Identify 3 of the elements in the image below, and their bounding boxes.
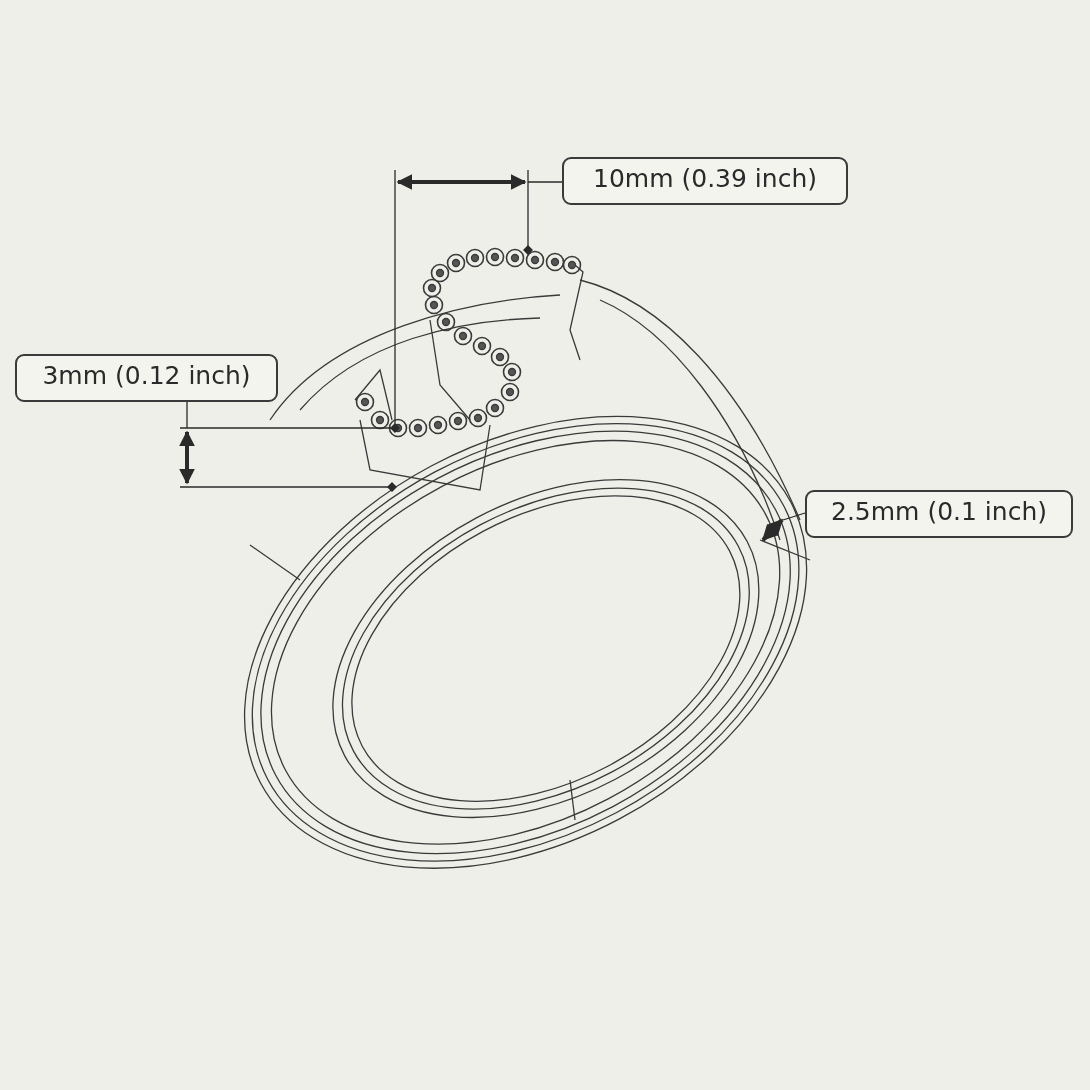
dimension-label: 3mm (0.12 inch) (15, 354, 278, 402)
dimension-label: 10mm (0.39 inch) (562, 157, 848, 205)
dimension-label: 2.5mm (0.1 inch) (805, 490, 1073, 538)
